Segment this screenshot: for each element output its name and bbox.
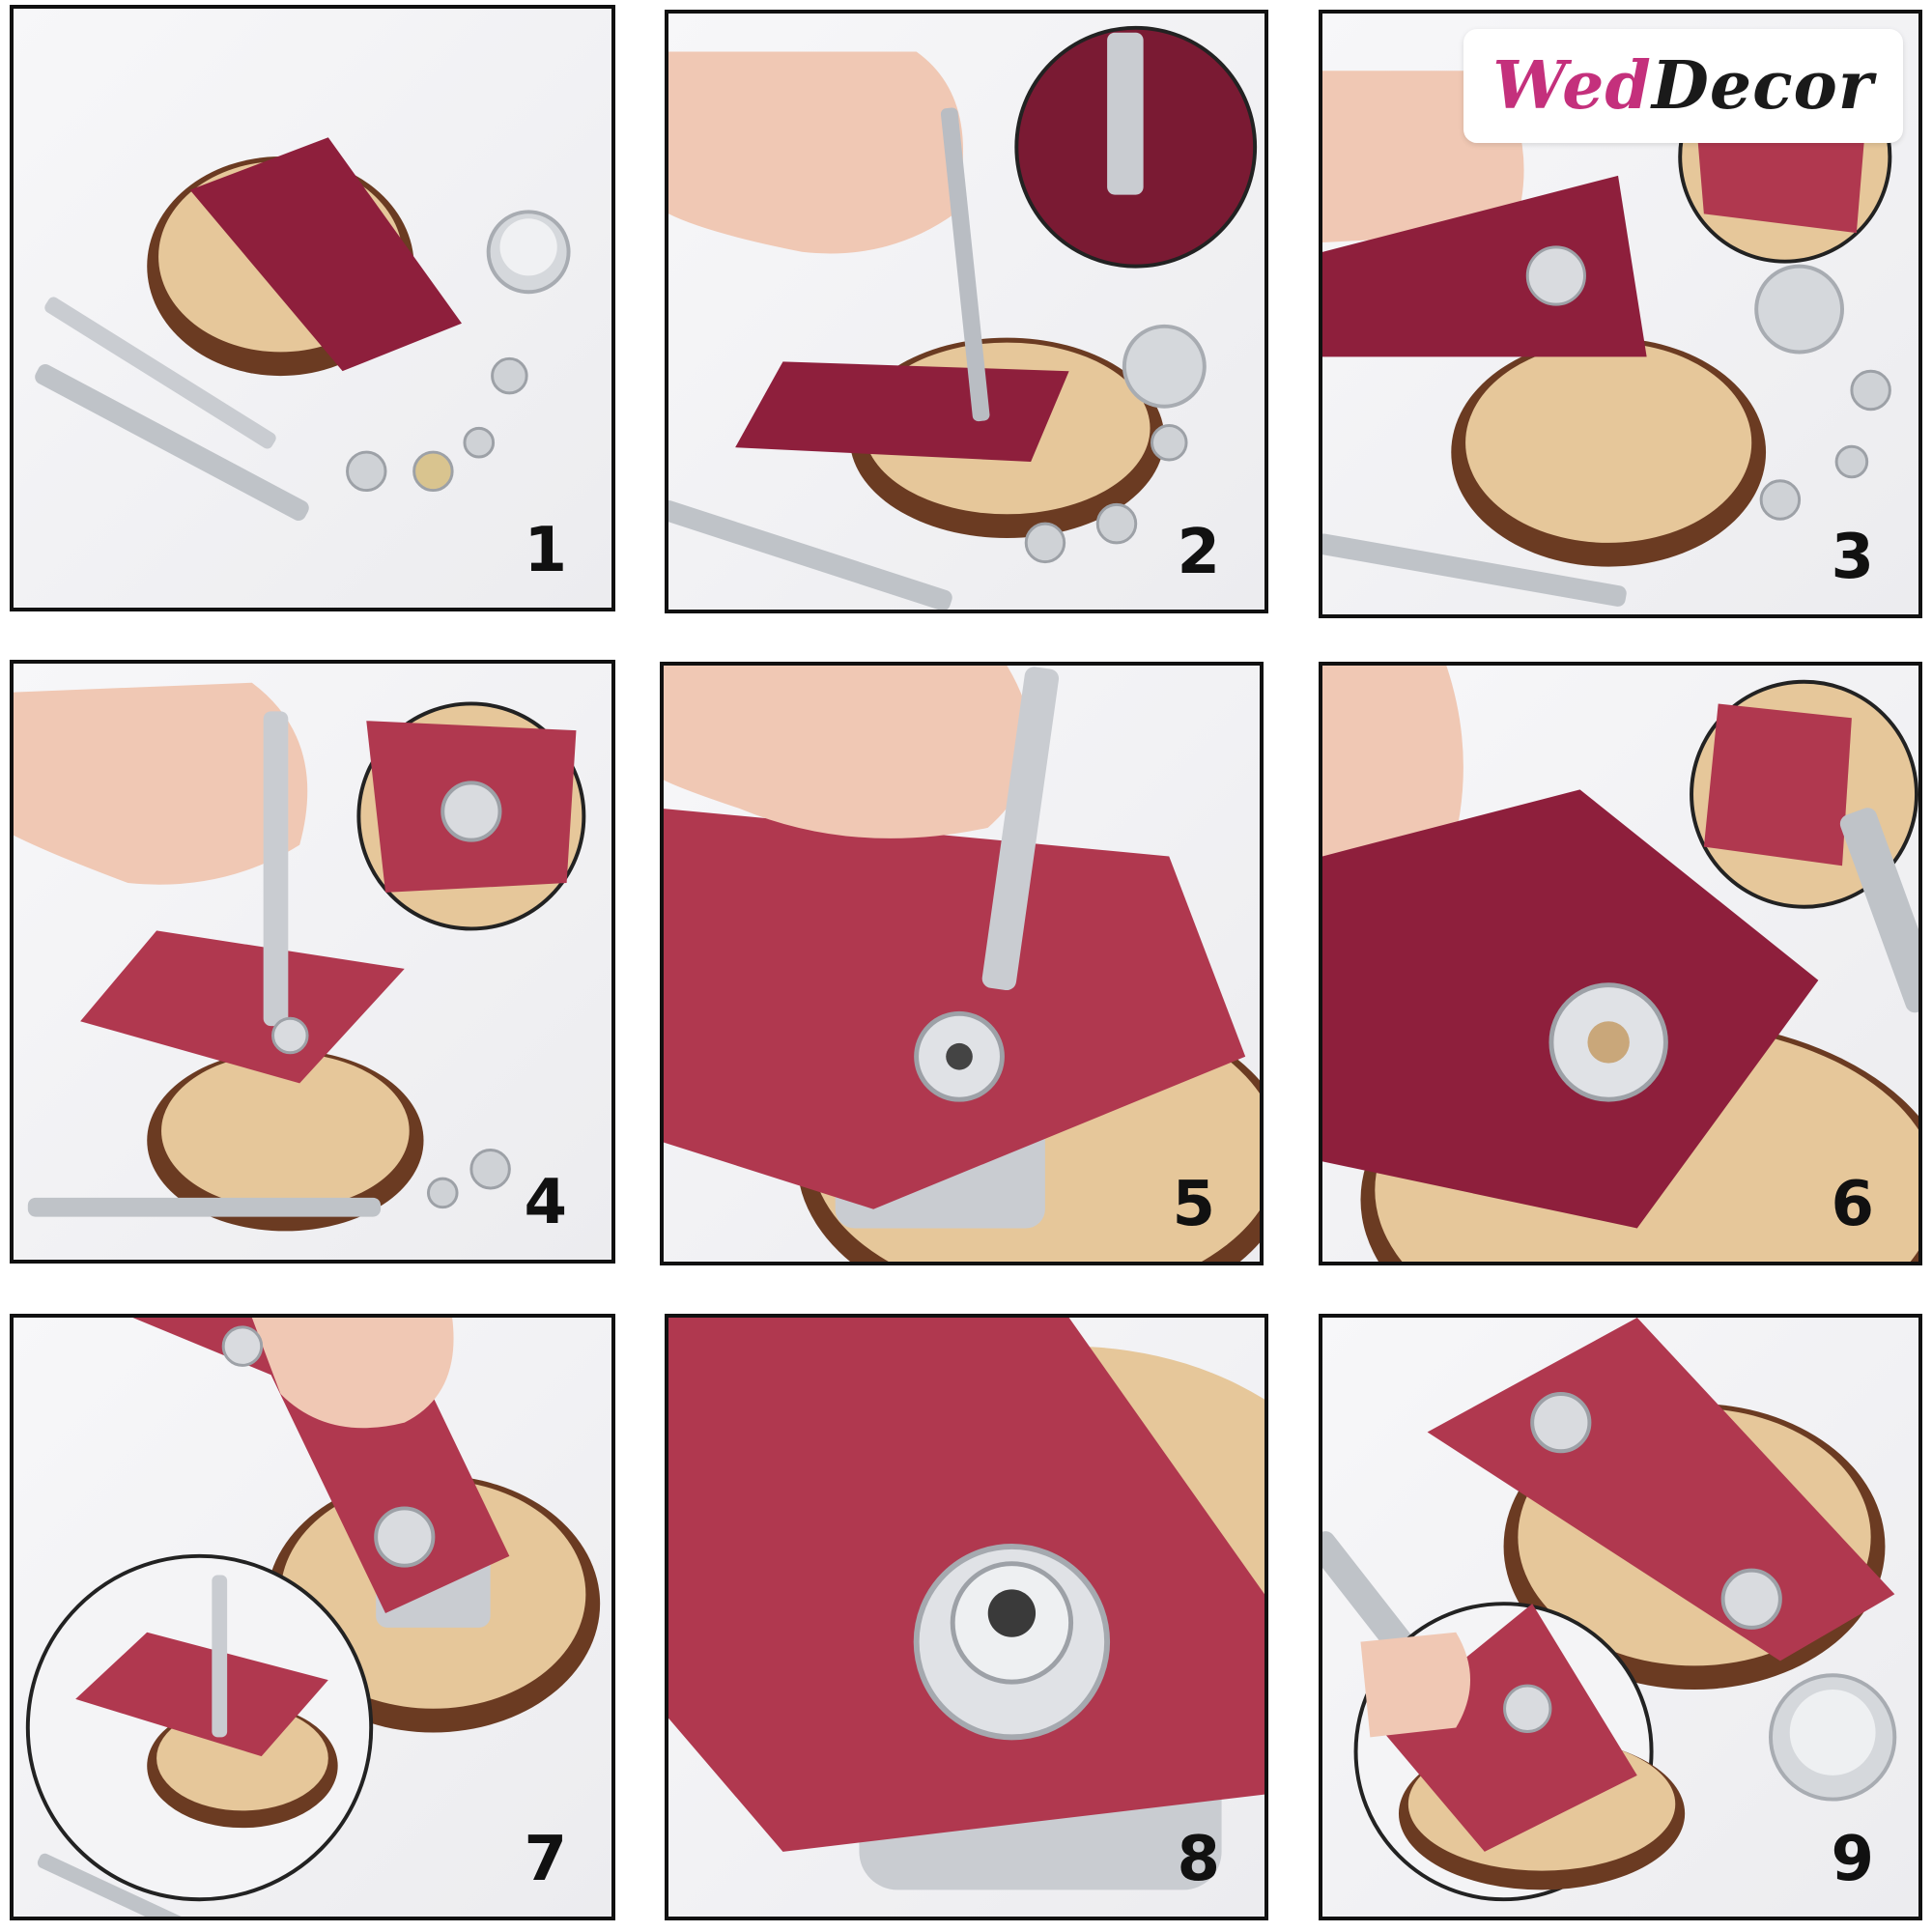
step-panel-5: 5 xyxy=(660,662,1264,1265)
step-number: 8 xyxy=(1177,1824,1220,1895)
step-6-illustration xyxy=(1322,666,1918,1262)
step-number: 6 xyxy=(1831,1169,1874,1240)
step-number: 9 xyxy=(1831,1824,1874,1895)
step-5-illustration xyxy=(664,666,1260,1262)
step-number: 1 xyxy=(524,515,567,586)
step-8-illustration xyxy=(668,1318,1264,1890)
step-panel-1: 1 xyxy=(10,5,615,611)
step-number: 3 xyxy=(1831,522,1874,593)
step-2-illustration xyxy=(668,25,1258,610)
step-7-illustration xyxy=(25,1318,601,1917)
step-panel-6: 6 xyxy=(1319,662,1922,1265)
step-panel-2: 2 xyxy=(665,10,1268,613)
step-panel-9: 9 xyxy=(1319,1314,1922,1920)
logo-text-part2: Decor xyxy=(1651,47,1874,125)
step-number: 2 xyxy=(1177,517,1220,588)
step-9-illustration xyxy=(1322,1318,1897,1902)
step-number: 7 xyxy=(524,1824,567,1895)
step-number: 5 xyxy=(1172,1169,1215,1240)
step-panel-7: 7 xyxy=(10,1314,615,1920)
step-panel-4: 4 xyxy=(10,660,615,1264)
logo-text-part1: Wed xyxy=(1492,47,1652,125)
step-number: 4 xyxy=(524,1167,567,1238)
step-1-illustration xyxy=(35,137,571,521)
step-4-illustration xyxy=(14,682,586,1232)
step-panel-8: 8 xyxy=(665,1314,1268,1920)
